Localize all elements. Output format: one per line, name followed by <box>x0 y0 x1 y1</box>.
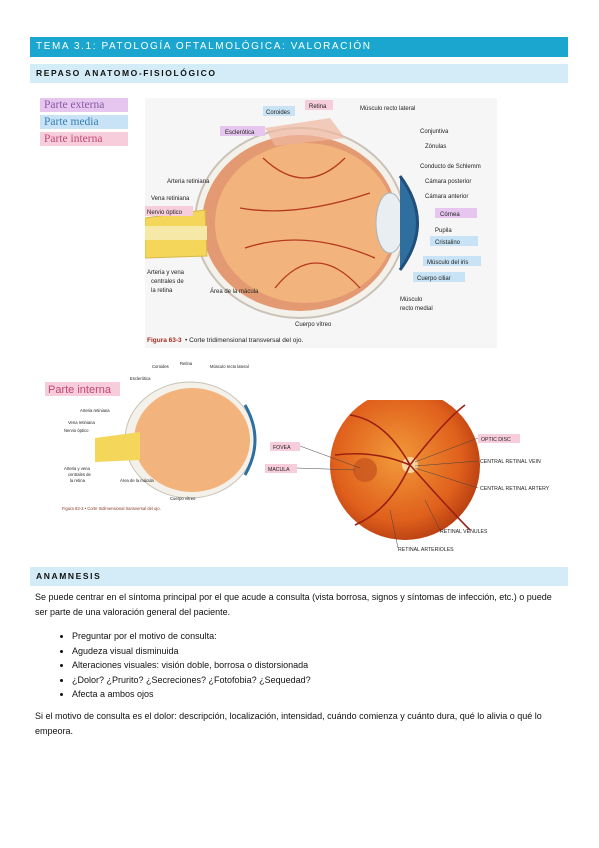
label-arterias-2: centrales de <box>151 279 184 285</box>
label-retinal-venules: RETINAL VENULES <box>440 529 488 535</box>
label-fovea: FOVEA <box>273 445 291 451</box>
legend-item-internal: Parte interna <box>40 132 128 146</box>
label-esclerotica: Esclerótica <box>225 130 255 136</box>
label-cornea: Córnea <box>440 212 460 218</box>
label-arteria-retiniana: Arteria retiniana <box>167 179 210 185</box>
figure1-caption-text: • Corte tridimensional transversal del o… <box>185 337 303 344</box>
fig2-label-arterias-1: Arteria y vena <box>64 466 91 471</box>
fig2-label-arterias-2: centrales de <box>68 472 91 477</box>
label-macula: MACULA <box>268 467 290 473</box>
list-item: Agudeza visual disminuida <box>72 644 311 659</box>
label-central-retinal-vein: CENTRAL RETINAL VEIN <box>480 459 541 465</box>
list-item: Alteraciones visuales: visión doble, bor… <box>72 658 311 673</box>
label-cuerpo-vitreo: Cuerpo vítreo <box>295 322 332 328</box>
anamnesis-closing: Si el motivo de consulta es el dolor: de… <box>35 711 542 736</box>
page-title: TEMA 3.1: PATOLOGÍA OFTALMOLÓGICA: VALOR… <box>30 37 568 57</box>
list-item: Preguntar por el motivo de consulta: <box>72 629 311 644</box>
label-musculo-recto-medial-2: recto medial <box>400 306 433 312</box>
symptom-list: Preguntar por el motivo de consulta: Agu… <box>52 629 311 702</box>
legend-item-external: Parte externa <box>40 98 128 112</box>
section-heading-anatomy: REPASO ANATOMO-FISIOLÓGICO <box>30 64 568 83</box>
label-camara-anterior: Cámara anterior <box>425 194 468 200</box>
label-pupila: Pupila <box>435 228 452 234</box>
label-zonulas: Zónulas <box>425 144 446 150</box>
section-heading-anamnesis: ANAMNESIS <box>30 567 568 586</box>
fig2-label-retina: Retina <box>180 361 193 366</box>
label-conjuntiva: Conjuntiva <box>420 129 449 135</box>
label-musculo-iris: Músculo del iris <box>427 260 468 266</box>
label-arterias-3: la retina <box>151 288 173 294</box>
fig2-label-coroides: Coroides <box>152 364 169 369</box>
color-legend: Parte externa Parte media Parte interna <box>40 98 128 149</box>
label-nervio-optico: Nervio óptico <box>147 210 183 216</box>
label-musculo-recto-lateral: Músculo recto lateral <box>360 106 415 112</box>
macula-shape <box>353 458 377 482</box>
vitreous-shape <box>215 143 395 303</box>
anamnesis-intro: Se puede centrar en el síntoma principal… <box>35 592 552 617</box>
eye-cross-section-small-figure: Parte interna Coroides Retina Esclerótic… <box>45 361 257 511</box>
label-vena-retiniana: Vena retiniana <box>151 196 190 202</box>
label-area-macula: Área de la mácula <box>210 288 259 295</box>
list-item: Afecta a ambos ojos <box>72 687 311 702</box>
label-retinal-arterioles: RETINAL ARTERIOLES <box>398 547 454 553</box>
cornea-shape <box>398 175 419 271</box>
list-item: ¿Dolor? ¿Prurito? ¿Secreciones? ¿Fotofob… <box>72 673 311 688</box>
fig2-label-arterias-3: la retina <box>70 478 86 483</box>
fig2-label-vena-retiniana: Vena retiniana <box>68 420 95 425</box>
label-cuerpo-ciliar: Cuerpo ciliar <box>417 276 451 282</box>
retina-fundus-figure: FOVEA MACULA OPTIC DISC CENTRAL RETINAL … <box>265 400 550 553</box>
fig2-label-nervio-optico: Nervio óptico <box>64 428 89 433</box>
fig2-label-cuerpo-vitreo: Cuerpo vítreo <box>170 496 196 501</box>
fig2-label-musculo-recto-lateral: Músculo recto lateral <box>210 364 249 369</box>
label-musculo-recto-medial-1: Músculo <box>400 297 423 303</box>
lens-shape <box>375 192 405 254</box>
label-coroides: Coroides <box>266 110 290 116</box>
label-camara-posterior: Cámara posterior <box>425 179 471 185</box>
figure2-caption: Figura 63-3 • Corte tridimensional trans… <box>62 506 161 511</box>
label-cristalino: Cristalino <box>435 240 461 246</box>
fig2-label-arteria-retiniana: Arteria retiniana <box>80 408 110 413</box>
fig2-label-area-macula: Área de la mácula <box>120 478 154 483</box>
legend-item-middle: Parte media <box>40 115 128 129</box>
label-optic-disc: OPTIC DISC <box>481 437 511 443</box>
label-central-retinal-artery: CENTRAL RETINAL ARTERY <box>480 486 550 492</box>
figure2-legend-label: Parte interna <box>48 384 112 396</box>
figure1-caption-bold: Figura 63-3 <box>147 337 182 344</box>
fig2-label-esclerotica: Esclerótica <box>130 376 151 381</box>
label-arterias-1: Arteria y vena <box>147 270 185 276</box>
label-retina: Retina <box>309 104 327 110</box>
eye-cross-section-figure: Coroides Retina Esclerótica Músculo rect… <box>145 98 497 348</box>
label-conducto-schlemm: Conducto de Schlemm <box>420 164 481 170</box>
